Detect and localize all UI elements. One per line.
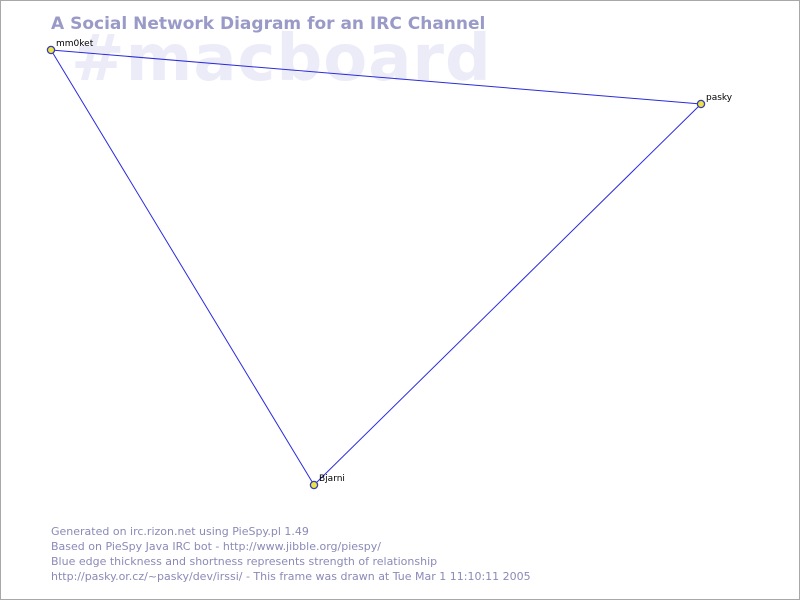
node-label-pasky: pasky xyxy=(706,93,733,103)
node-mm0ket xyxy=(46,45,56,55)
edge-mm0ket-pasky xyxy=(50,49,702,105)
footer-line-generated: Generated on irc.rizon.net using PieSpy.… xyxy=(51,525,309,538)
node-pasky xyxy=(696,99,706,109)
edge-pasky-Bjarni xyxy=(313,103,702,486)
edge-mm0ket-Bjarni xyxy=(50,49,315,486)
channel-watermark: #macboard xyxy=(71,22,492,96)
footer-line-based-on: Based on PieSpy Java IRC bot - http://ww… xyxy=(51,540,381,553)
node-label-mm0ket: mm0ket xyxy=(56,39,94,49)
node-Bjarni xyxy=(309,480,319,490)
node-label-Bjarni: Bjarni xyxy=(319,474,345,484)
footer-credits: Generated on irc.rizon.net using PieSpy.… xyxy=(51,524,531,584)
diagram-title: A Social Network Diagram for an IRC Chan… xyxy=(51,14,486,34)
footer-line-legend: Blue edge thickness and shortness repres… xyxy=(51,555,438,568)
footer-line-timestamp: http://pasky.or.cz/~pasky/dev/irssi/ - T… xyxy=(51,570,531,583)
